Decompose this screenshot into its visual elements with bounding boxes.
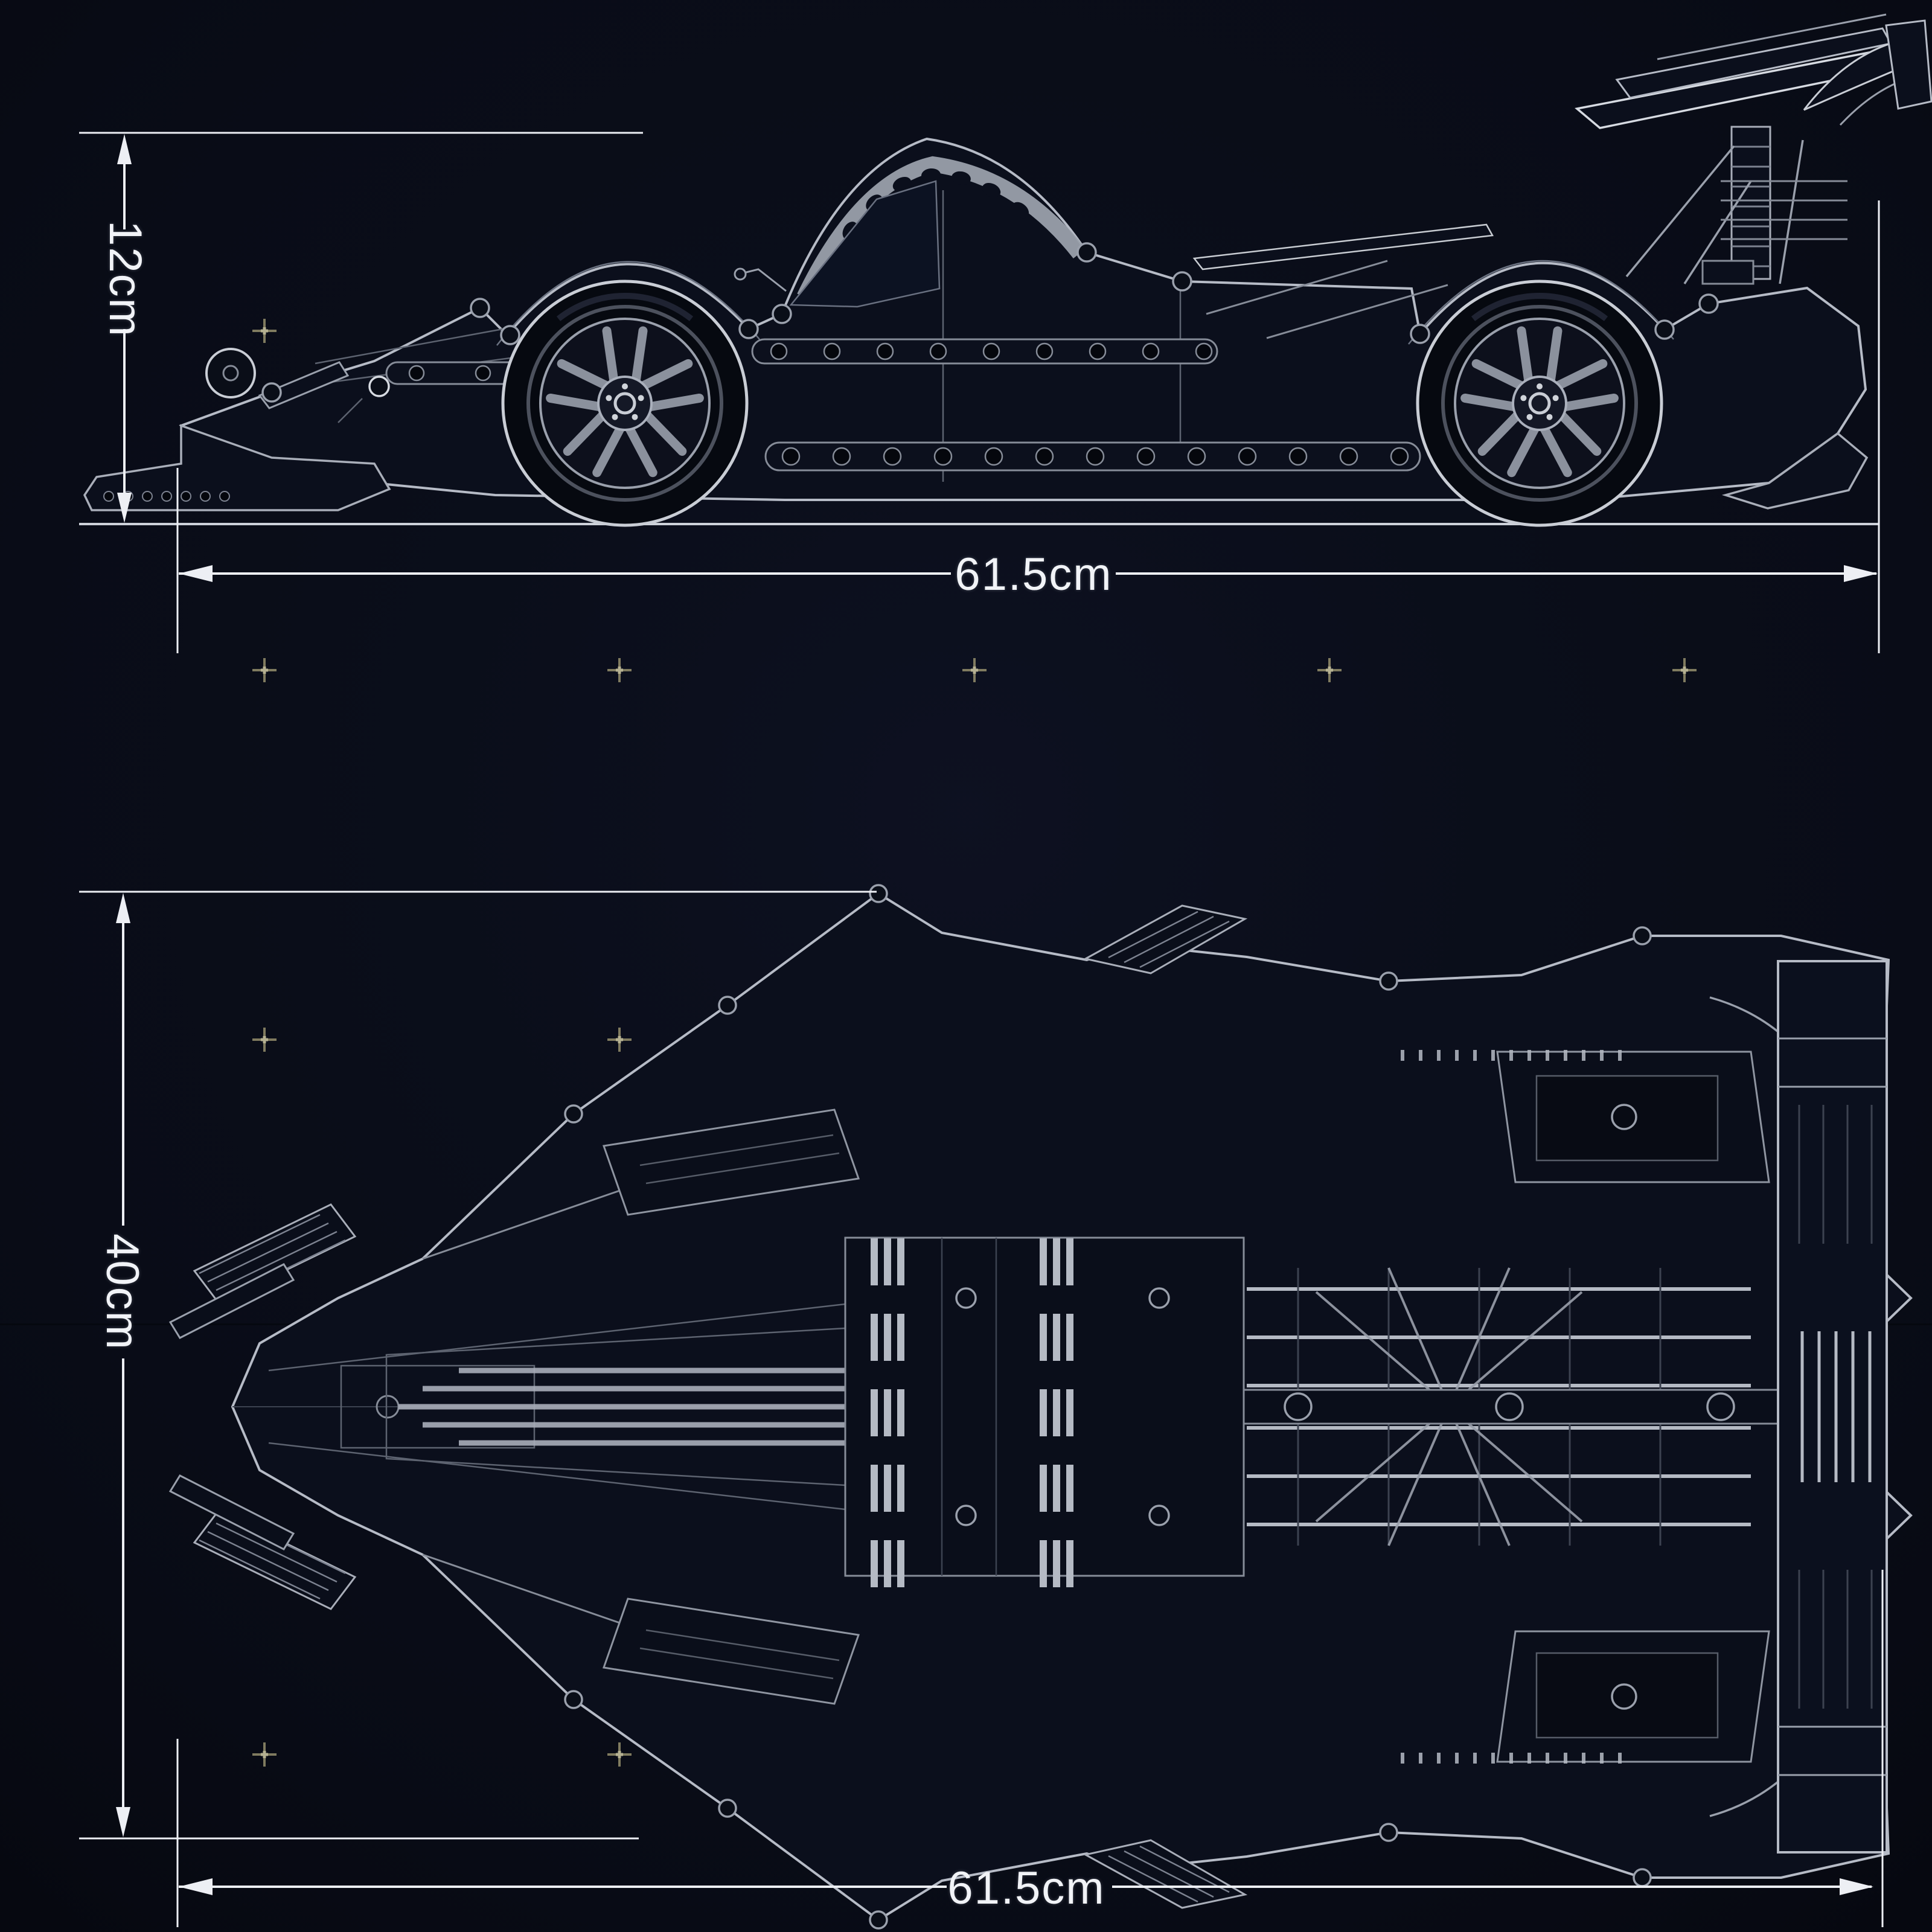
- dimension-plan-width: [79, 891, 877, 1840]
- tow-ring: [205, 348, 256, 398]
- plan-length-label: 61.5cm: [947, 1863, 1105, 1914]
- front-arch-liner: [496, 261, 760, 346]
- plan-rear-wing: [1777, 960, 1888, 1854]
- rear-arch-liner: [1408, 260, 1674, 345]
- rear-wheel: [1418, 281, 1662, 525]
- side-height-label: 12cm: [100, 220, 151, 337]
- deck-struts: [1206, 260, 1448, 339]
- front-wheel: [503, 281, 747, 525]
- dimension-side-height: [79, 132, 643, 523]
- side-winglets: [1083, 904, 1248, 1909]
- front-wheel-boxes: [602, 1108, 860, 1705]
- headlight: [368, 376, 390, 397]
- side-length-label: 61.5cm: [955, 549, 1113, 600]
- splitter-pin-holes: [103, 491, 230, 502]
- rear-diffuser: [1721, 432, 1869, 510]
- front-canards: [168, 1203, 357, 1610]
- side-view-drawing: [79, 13, 1932, 525]
- rear-wing: [1575, 13, 1932, 285]
- nose-winglet: [258, 361, 350, 409]
- central-chassis: [844, 1238, 1245, 1587]
- hood-v-lines: [268, 1303, 846, 1511]
- door-seams: [942, 190, 1182, 482]
- plan-width-label: 40cm: [97, 1233, 148, 1351]
- plan-view-drawing: [168, 884, 1913, 1930]
- rear-wheel-boxes: [1496, 996, 1866, 1817]
- joint-pins: [261, 242, 1719, 403]
- rear-deck-panel: [1721, 180, 1847, 240]
- engine-bay: [1243, 1267, 1782, 1546]
- deck-spike: [1192, 223, 1494, 270]
- side-mirror: [743, 268, 787, 292]
- cockpit-window: [789, 180, 941, 308]
- dimension-side-length: [176, 200, 1880, 653]
- front-splitter: [83, 424, 391, 511]
- dimension-plan-length: [176, 1570, 1884, 1927]
- plan-joint-pins: [564, 884, 1652, 1930]
- dimension-annotations: [79, 132, 1884, 1927]
- roll-cage-band: [797, 156, 1086, 301]
- spine-stripes: [398, 1367, 845, 1446]
